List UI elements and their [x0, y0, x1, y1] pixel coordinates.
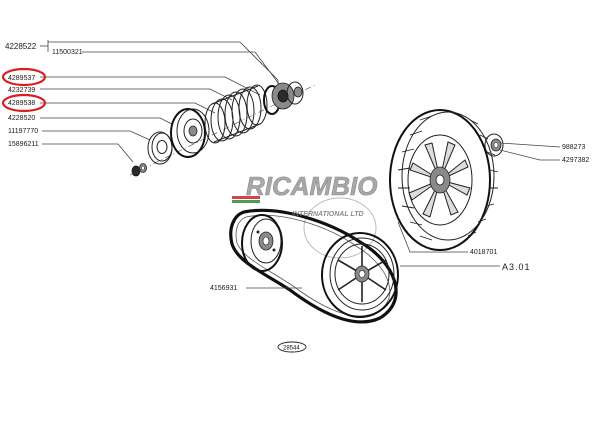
small-nut [131, 163, 147, 177]
ricambio-watermark: RICAMBIO INTERNATIONAL LTD [232, 171, 378, 218]
label-4228522: 4228522 [5, 42, 37, 51]
diagram-code-tag: 28544 [277, 341, 307, 353]
highlight-circle-4289538 [1, 93, 47, 113]
leader-4228520 [40, 117, 173, 125]
fan-blades [397, 115, 499, 241]
watermark-tagline: INTERNATIONAL LTD [292, 211, 364, 218]
watermark-brand: RICAMBIO [246, 171, 377, 201]
leader-4289537 [40, 76, 261, 96]
belt-pulley-group: 4156931 [210, 197, 399, 324]
leader-15896211 [42, 143, 134, 163]
spring-plate [170, 108, 210, 158]
fan-outer-rim [389, 109, 491, 251]
diagram-code: 28544 [283, 346, 300, 352]
label-988273: 988273 [562, 144, 585, 151]
label-15896211: 15896211 [8, 141, 39, 148]
label-a301: A3.01 [502, 262, 531, 272]
leader-4297382 [499, 149, 560, 161]
right-label-column: 988273 4297382 4018701 A3.01 [397, 142, 589, 272]
drive-belt [229, 208, 398, 324]
small-pulley [241, 214, 283, 272]
label-11197770: 11197770 [8, 128, 38, 135]
compression-spring [204, 84, 268, 144]
label-4289537: 4289537 [8, 75, 35, 82]
left-label-column: 4228522 11500321 4289537 4232739 4289538… [1, 40, 283, 163]
label-4289538: 4289538 [8, 100, 35, 107]
highlight-circle-4289537 [1, 67, 47, 87]
leader-4289538 [40, 102, 216, 114]
label-4156931: 4156931 [210, 285, 237, 292]
clutch-spring-assembly [129, 81, 316, 177]
label-4232739: 4232739 [8, 87, 35, 94]
leader-4018701 [397, 221, 468, 253]
leader-11197770 [42, 130, 151, 141]
label-11500321: 11500321 [52, 49, 83, 56]
label-4228520: 4228520 [8, 115, 35, 122]
fan-washer [484, 133, 504, 157]
watermark-stripe-red [232, 196, 260, 199]
leader-11500321 [82, 51, 283, 89]
leader-988273 [499, 142, 561, 148]
ghost-pulley [303, 197, 377, 259]
large-pulley [321, 232, 399, 318]
fan-drive-pulley [389, 109, 504, 251]
label-4297382: 4297382 [562, 157, 589, 164]
pulley-hub-bearing [263, 81, 304, 115]
leader-4232739 [40, 88, 233, 101]
thin-washer [147, 131, 173, 165]
label-4018701: 4018701 [470, 249, 497, 256]
watermark-stripe-green [232, 200, 260, 203]
